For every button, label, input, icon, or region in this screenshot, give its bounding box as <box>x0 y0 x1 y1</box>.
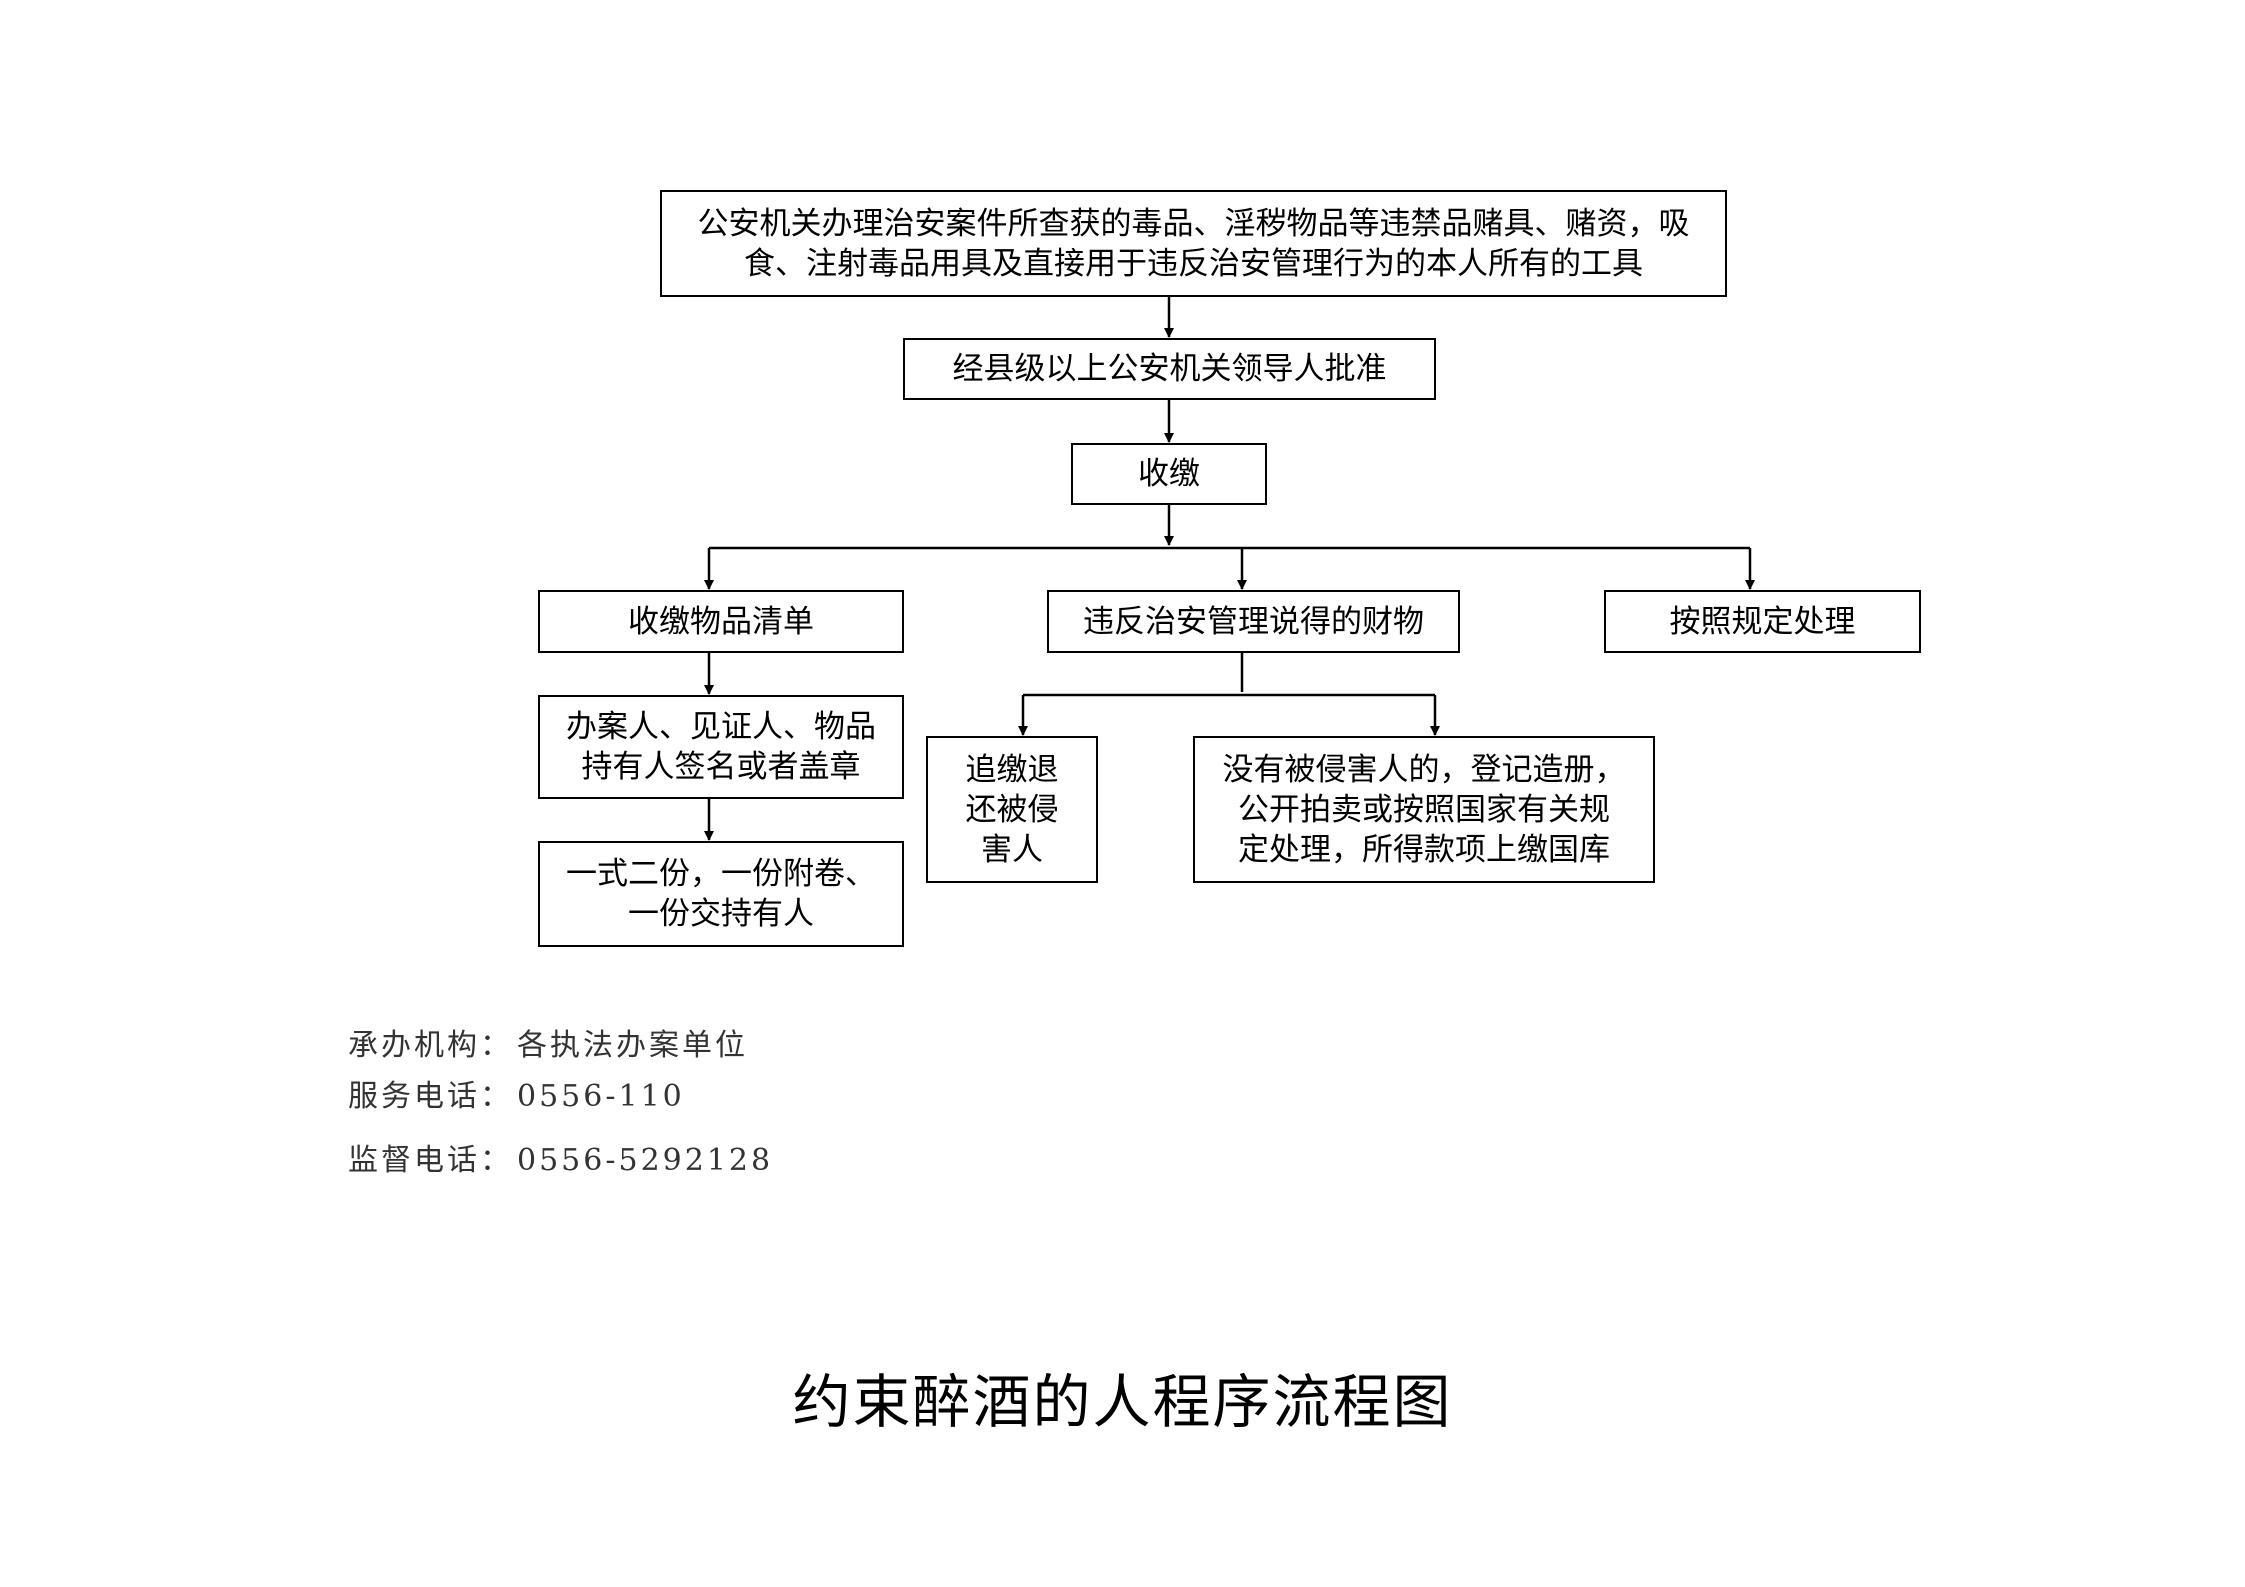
source-items-box: 公安机关办理治安案件所查获的毒品、淫秽物品等违禁品赌具、赌资，吸食、注射毒品用具… <box>660 190 1727 297</box>
list-text: 收缴物品清单 <box>628 603 814 640</box>
sign-box: 办案人、见证人、物品持有人签名或者盖章 <box>538 695 904 799</box>
illegal-gains-box: 违反治安管理说得的财物 <box>1047 590 1460 653</box>
org-line: 承办机构：各执法办案单位 <box>348 1020 748 1064</box>
service-value: 0556-110 <box>517 1079 685 1114</box>
no-victim-line-2: 公开拍卖或按照国家有关规 <box>1238 791 1610 828</box>
supervise-phone-line: 监督电话：0556-5292128 <box>348 1135 773 1179</box>
confiscate-box: 收缴 <box>1071 443 1267 505</box>
service-label: 服务电话： <box>348 1079 513 1114</box>
handle-box: 按照规定处理 <box>1604 590 1921 653</box>
supervise-value: 0556-5292128 <box>517 1143 774 1178</box>
list-box: 收缴物品清单 <box>538 590 904 653</box>
return-line-1: 追缴退 <box>965 751 1059 788</box>
return-line-2: 还被侵 <box>965 791 1059 828</box>
no-victim-box: 没有被侵害人的，登记造册，公开拍卖或按照国家有关规定处理，所得款项上缴国库 <box>1193 736 1655 883</box>
no-victim-line-1: 没有被侵害人的，登记造册， <box>1222 751 1626 788</box>
confiscate-text: 收缴 <box>1138 456 1200 492</box>
return-line-3: 害人 <box>981 831 1043 868</box>
copies-box: 一式二份，一份附卷、一份交持有人 <box>538 841 904 947</box>
copies-line-1: 一式二份，一份附卷、 <box>566 856 876 892</box>
no-victim-line-3: 定处理，所得款项上缴国库 <box>1238 831 1610 868</box>
approval-box: 经县级以上公安机关领导人批准 <box>903 338 1436 400</box>
service-phone-line: 服务电话：0556-110 <box>348 1071 685 1115</box>
org-label: 承办机构： <box>348 1028 513 1063</box>
source-line-2: 食、注射毒品用具及直接用于违反治安管理行为的本人所有的工具 <box>744 245 1643 282</box>
illegal-gains-text: 违反治安管理说得的财物 <box>1083 603 1424 640</box>
sign-line-1: 办案人、见证人、物品 <box>566 709 876 745</box>
document-title: 约束醉酒的人程序流程图 <box>792 1368 1453 1436</box>
sign-line-2: 持有人签名或者盖章 <box>581 749 861 785</box>
org-value: 各执法办案单位 <box>517 1028 748 1063</box>
return-victim-box: 追缴退还被侵害人 <box>926 736 1098 883</box>
approval-text: 经县级以上公安机关领导人批准 <box>952 351 1387 387</box>
supervise-label: 监督电话： <box>348 1143 513 1178</box>
source-line-1: 公安机关办理治安案件所查获的毒品、淫秽物品等违禁品赌具、赌资，吸 <box>697 205 1690 242</box>
handle-text: 按照规定处理 <box>1669 603 1856 640</box>
copies-line-2: 一份交持有人 <box>628 896 814 932</box>
